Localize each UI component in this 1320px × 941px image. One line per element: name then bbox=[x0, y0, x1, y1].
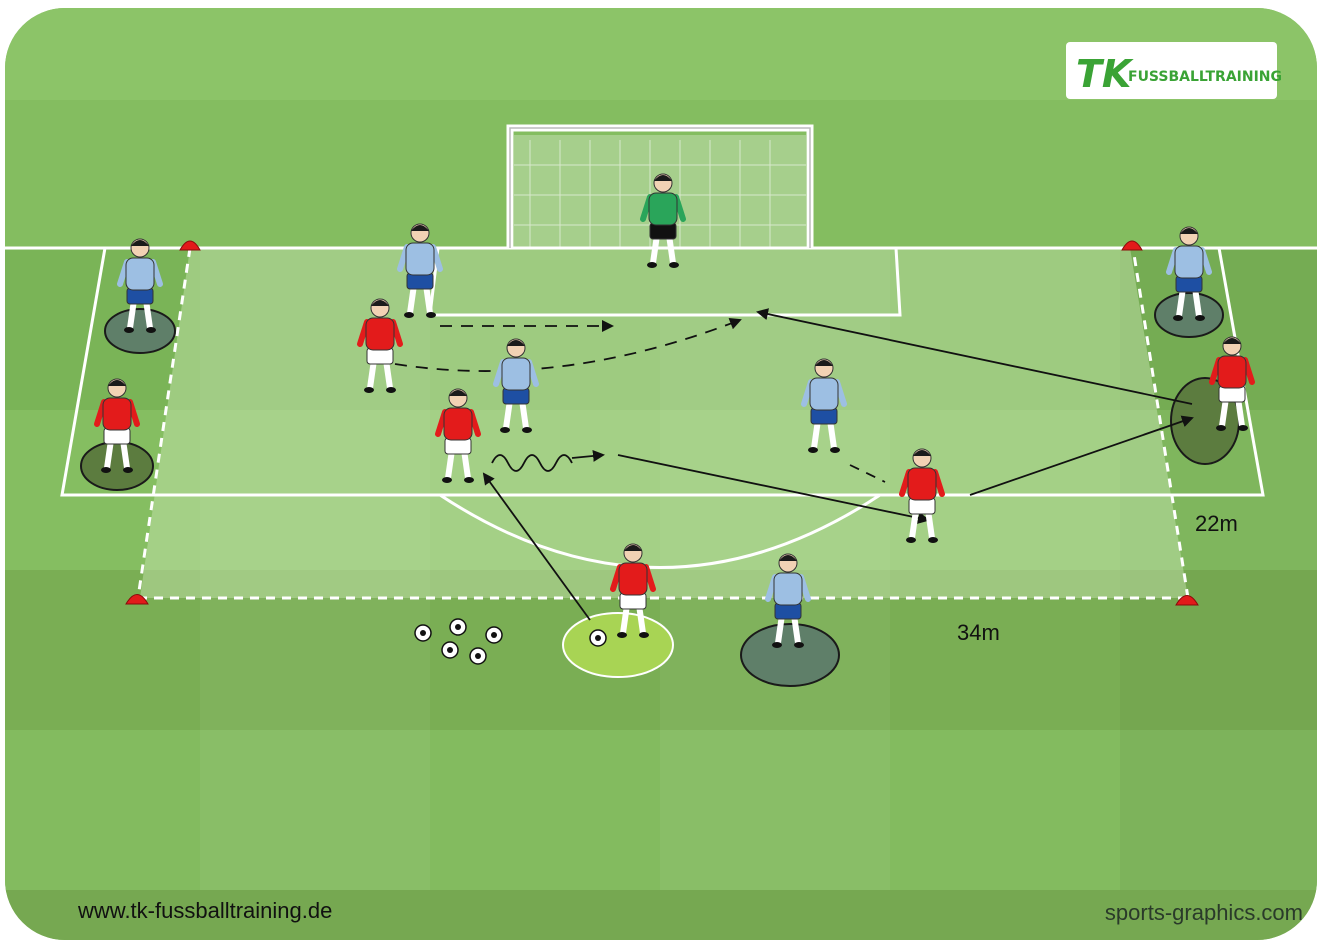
station-blue-start bbox=[741, 624, 839, 686]
ball bbox=[442, 642, 458, 658]
station-red-left bbox=[81, 442, 153, 490]
station-start bbox=[563, 613, 673, 677]
station-blue-left bbox=[105, 309, 175, 353]
ball bbox=[590, 630, 606, 646]
training-zone bbox=[140, 248, 1188, 598]
logo-mark: TK bbox=[1076, 52, 1134, 96]
website-url[interactable]: www.tk-fussballtraining.de bbox=[77, 898, 332, 923]
width-label: 34m bbox=[957, 620, 1000, 645]
depth-label: 22m bbox=[1195, 511, 1238, 536]
ball bbox=[486, 627, 502, 643]
ball bbox=[470, 648, 486, 664]
station-blue-right bbox=[1155, 293, 1223, 337]
ball bbox=[450, 619, 466, 635]
tk-logo: TK FUSSBALLTRAINING bbox=[1066, 42, 1282, 99]
credit-text: sports-graphics.com bbox=[1105, 900, 1303, 925]
ball bbox=[415, 625, 431, 641]
logo-text: FUSSBALLTRAINING bbox=[1128, 69, 1282, 85]
